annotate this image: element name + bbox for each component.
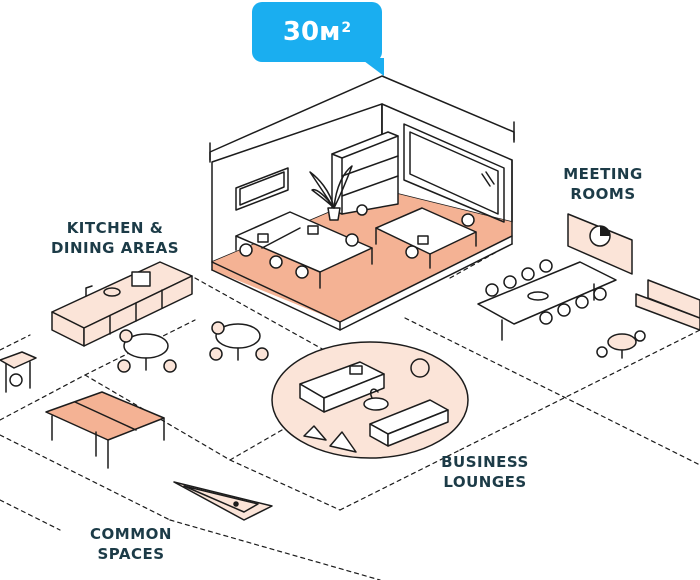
common-area [0, 351, 273, 521]
label-meeting: MEETING ROOMS [563, 165, 643, 203]
label-business: BUSINESS LOUNGES [441, 453, 529, 491]
area-unit-sup: 2 [341, 20, 352, 36]
label-common: COMMON SPACES [90, 525, 172, 563]
kitchen-area [51, 261, 269, 373]
central-room [209, 75, 515, 331]
lounge-area [271, 341, 469, 459]
label-kitchen: KITCHEN & DINING AREAS [50, 219, 180, 257]
badge-pointer [360, 58, 384, 76]
meeting-area [477, 213, 700, 359]
area-value: 30м [282, 17, 341, 47]
zone-dividers [0, 249, 700, 580]
